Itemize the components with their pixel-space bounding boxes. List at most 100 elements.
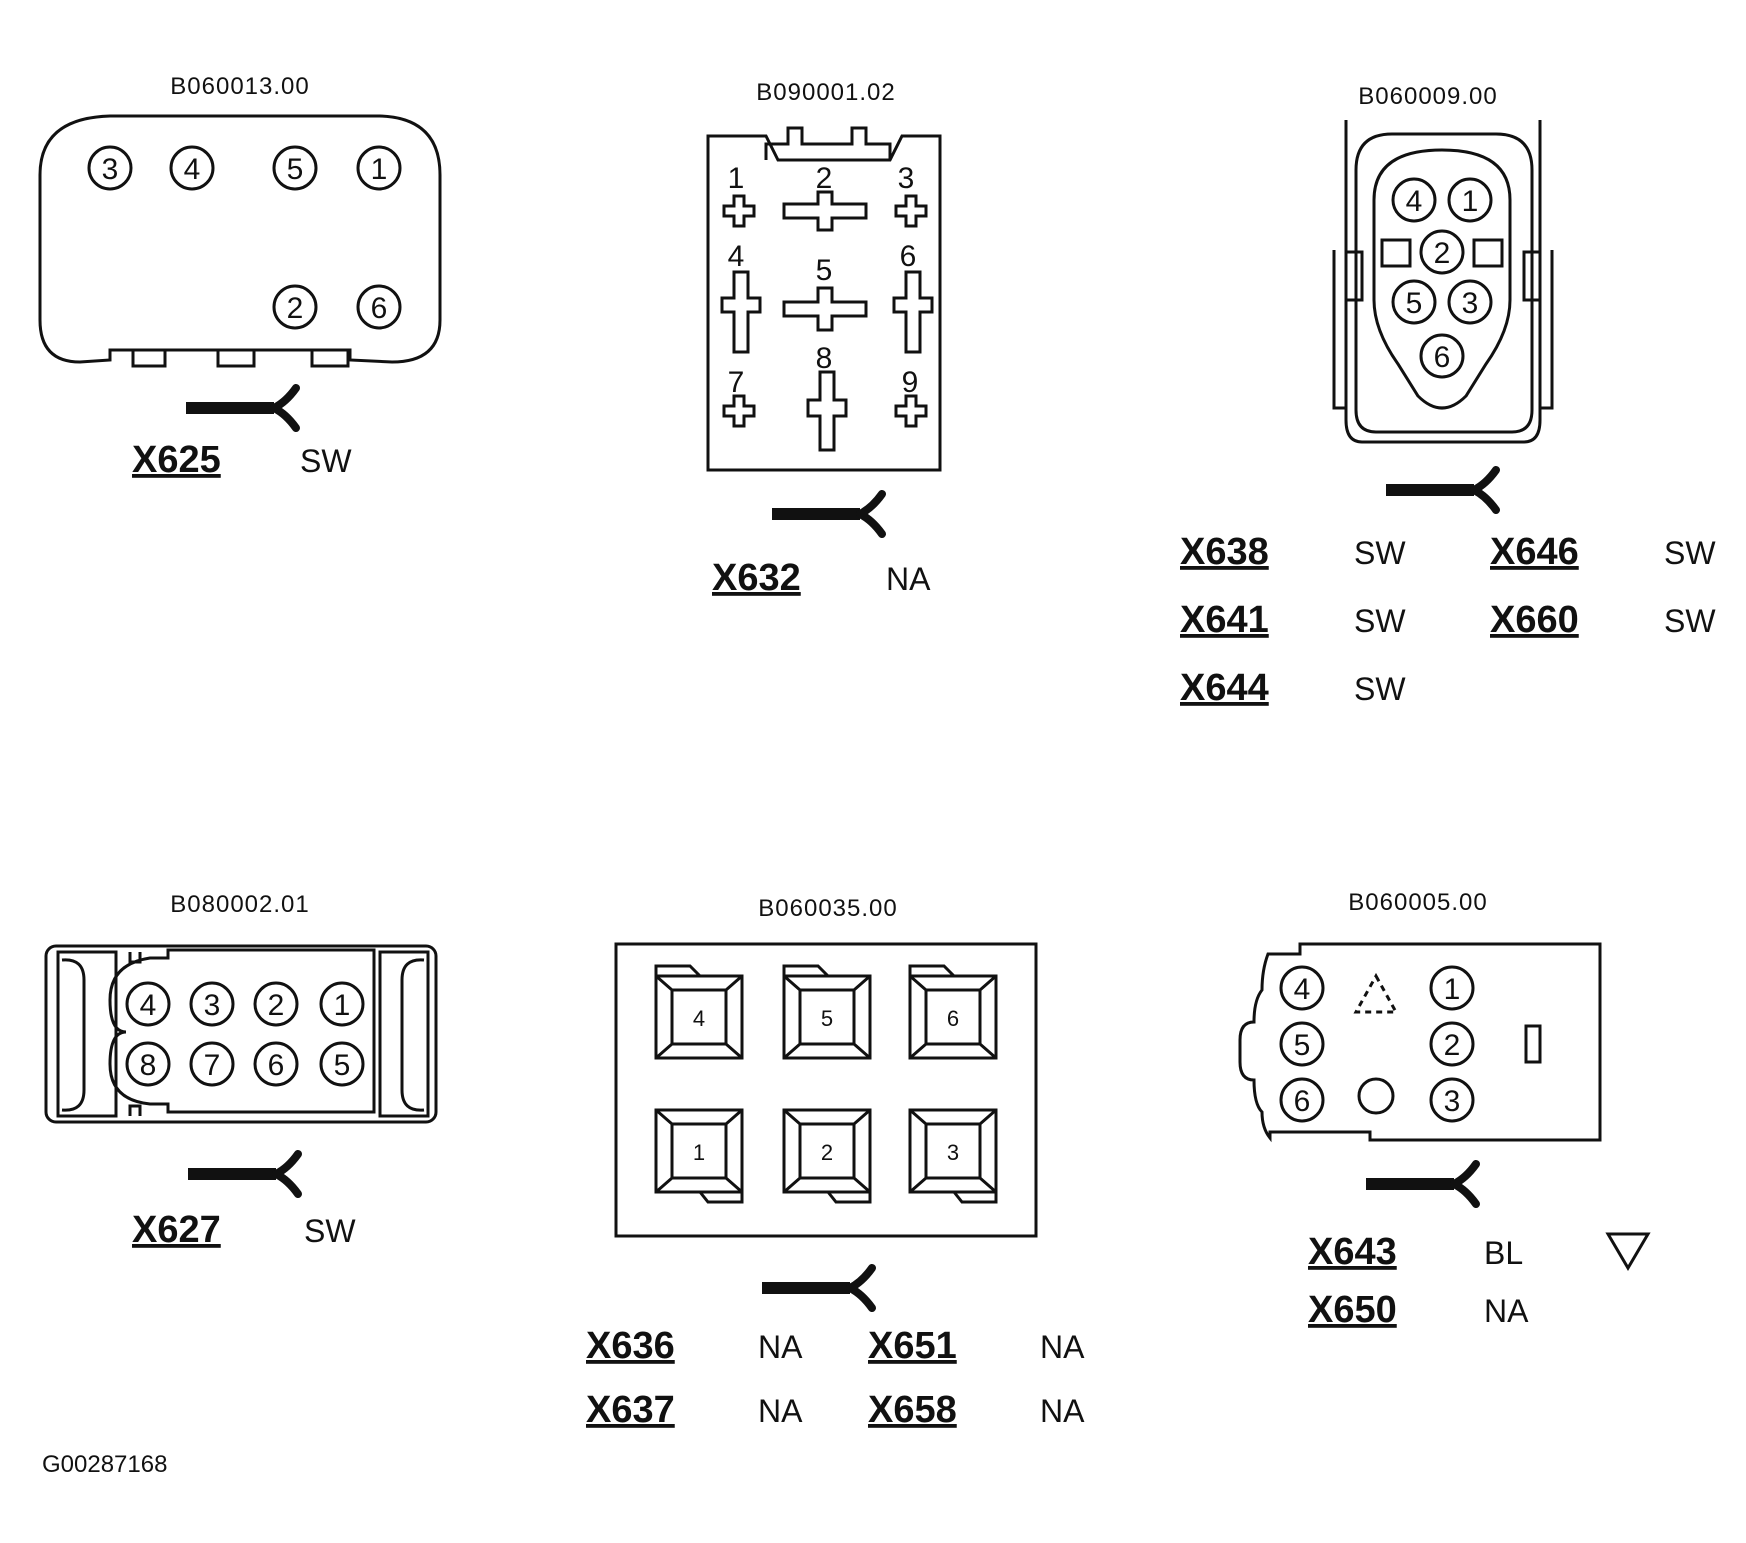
latch — [764, 126, 892, 160]
connector-housing — [1332, 120, 1554, 444]
slot-icon — [1524, 1024, 1542, 1064]
wire-color: NA — [758, 1329, 803, 1365]
terminal-2 — [782, 190, 868, 232]
pin-7: 7 — [189, 1041, 235, 1087]
part-number: B060005.00 — [1348, 889, 1487, 916]
wire-color: NA — [1040, 1329, 1085, 1365]
svg-text:1: 1 — [1462, 185, 1479, 218]
svg-text:3: 3 — [204, 989, 221, 1022]
pin-2: 2 — [1419, 229, 1465, 275]
svg-text:4: 4 — [1406, 185, 1423, 218]
pin-2: 2 — [1429, 1021, 1475, 1067]
triangle-icon — [1605, 1232, 1651, 1271]
connector-b060005: B060005.00 4 5 6 1 2 3 X643 BL X650 NA — [1238, 889, 1651, 1331]
pin-label-9: 9 — [902, 366, 919, 399]
svg-text:6: 6 — [1294, 1085, 1311, 1118]
connector-b060035: B060035.00 4 5 6 1 2 — [586, 895, 1085, 1431]
svg-text:6: 6 — [947, 1006, 959, 1031]
connector-id: X625 — [132, 439, 221, 481]
wire-color: NA — [758, 1393, 803, 1429]
terminal-8 — [806, 370, 848, 452]
connector-b090001: B090001.02 1 2 3 4 5 6 7 8 9 X632 NA — [706, 79, 942, 599]
connector-id: X643 — [1308, 1231, 1397, 1273]
pin-label-6: 6 — [900, 240, 917, 273]
pin-6: 6 — [1279, 1077, 1325, 1123]
connector-id: X644 — [1180, 667, 1269, 709]
wire-color: SW — [1664, 603, 1716, 639]
wire-color: SW — [1354, 603, 1406, 639]
plug-icon — [1386, 470, 1496, 510]
terminal-5 — [782, 286, 868, 332]
terminal-6 — [892, 270, 934, 354]
wire-color: SW — [304, 1213, 356, 1249]
pin-5: 5 — [1279, 1021, 1325, 1067]
wire-color: BL — [1484, 1235, 1523, 1271]
svg-text:7: 7 — [204, 1049, 221, 1082]
dashed-triangle-icon — [1353, 972, 1399, 1014]
terminal-7 — [722, 394, 756, 428]
terminal-4: 4 — [654, 964, 744, 1060]
pin-5: 5 — [319, 1041, 365, 1087]
svg-text:3: 3 — [1462, 287, 1479, 320]
pin-1: 1 — [356, 145, 402, 191]
pin-3: 3 — [1429, 1077, 1475, 1123]
pin-2: 2 — [253, 981, 299, 1027]
wire-color: SW — [1354, 535, 1406, 571]
pin-label-5: 5 — [816, 254, 833, 287]
part-number: B060035.00 — [758, 895, 897, 922]
terminal-4 — [720, 270, 762, 354]
pin-1: 1 — [319, 981, 365, 1027]
svg-text:4: 4 — [693, 1006, 705, 1031]
pin-3: 3 — [87, 145, 133, 191]
connector-id: X632 — [712, 557, 801, 599]
pin-8: 8 — [125, 1041, 171, 1087]
wire-color: SW — [300, 443, 352, 479]
plug-icon — [772, 494, 882, 534]
wire-color: SW — [1354, 671, 1406, 707]
pin-5: 5 — [1391, 279, 1437, 325]
connector-housing — [38, 114, 442, 364]
part-number: B060009.00 — [1358, 83, 1497, 110]
svg-text:5: 5 — [1294, 1029, 1311, 1062]
pin-label-3: 3 — [898, 162, 915, 195]
part-number: B080002.01 — [170, 891, 309, 918]
svg-text:4: 4 — [184, 153, 201, 186]
svg-text:1: 1 — [1444, 973, 1461, 1006]
terminal-9 — [894, 394, 928, 428]
pin-label-8: 8 — [816, 342, 833, 375]
connector-b080002: B080002.01 4 3 2 1 8 7 6 5 X627 SW — [44, 891, 438, 1251]
connector-id: X646 — [1490, 531, 1579, 573]
svg-text:2: 2 — [821, 1140, 833, 1165]
svg-text:6: 6 — [1434, 341, 1451, 374]
svg-text:3: 3 — [102, 153, 119, 186]
pin-1: 1 — [1447, 177, 1493, 223]
svg-text:2: 2 — [1434, 237, 1451, 270]
wire-color: NA — [1484, 1293, 1529, 1329]
connector-id: X638 — [1180, 531, 1269, 573]
svg-text:1: 1 — [334, 989, 351, 1022]
pin-5: 5 — [272, 145, 318, 191]
connector-id: X658 — [868, 1389, 957, 1431]
svg-text:2: 2 — [1444, 1029, 1461, 1062]
pin-1: 1 — [1429, 965, 1475, 1011]
connector-id: X627 — [132, 1209, 221, 1251]
connector-id: X637 — [586, 1389, 675, 1431]
terminal-3 — [894, 194, 928, 228]
pin-4: 4 — [169, 145, 215, 191]
connector-housing — [614, 942, 1038, 1238]
svg-text:2: 2 — [287, 292, 304, 325]
pin-4: 4 — [1279, 965, 1325, 1011]
svg-text:1: 1 — [693, 1140, 705, 1165]
pin-label-4: 4 — [728, 240, 745, 273]
pin-3: 3 — [189, 981, 235, 1027]
pin-6: 6 — [356, 284, 402, 330]
svg-text:5: 5 — [1406, 287, 1423, 320]
connector-id: X636 — [586, 1325, 675, 1367]
plug-icon — [762, 1268, 872, 1308]
terminal-2: 2 — [782, 1108, 872, 1204]
terminal-6: 6 — [908, 964, 998, 1060]
svg-text:6: 6 — [371, 292, 388, 325]
terminal-1 — [722, 194, 756, 228]
connector-b060013: B060013.00 3 4 5 1 2 6 X625 SW — [38, 73, 442, 481]
connector-housing — [44, 944, 438, 1124]
